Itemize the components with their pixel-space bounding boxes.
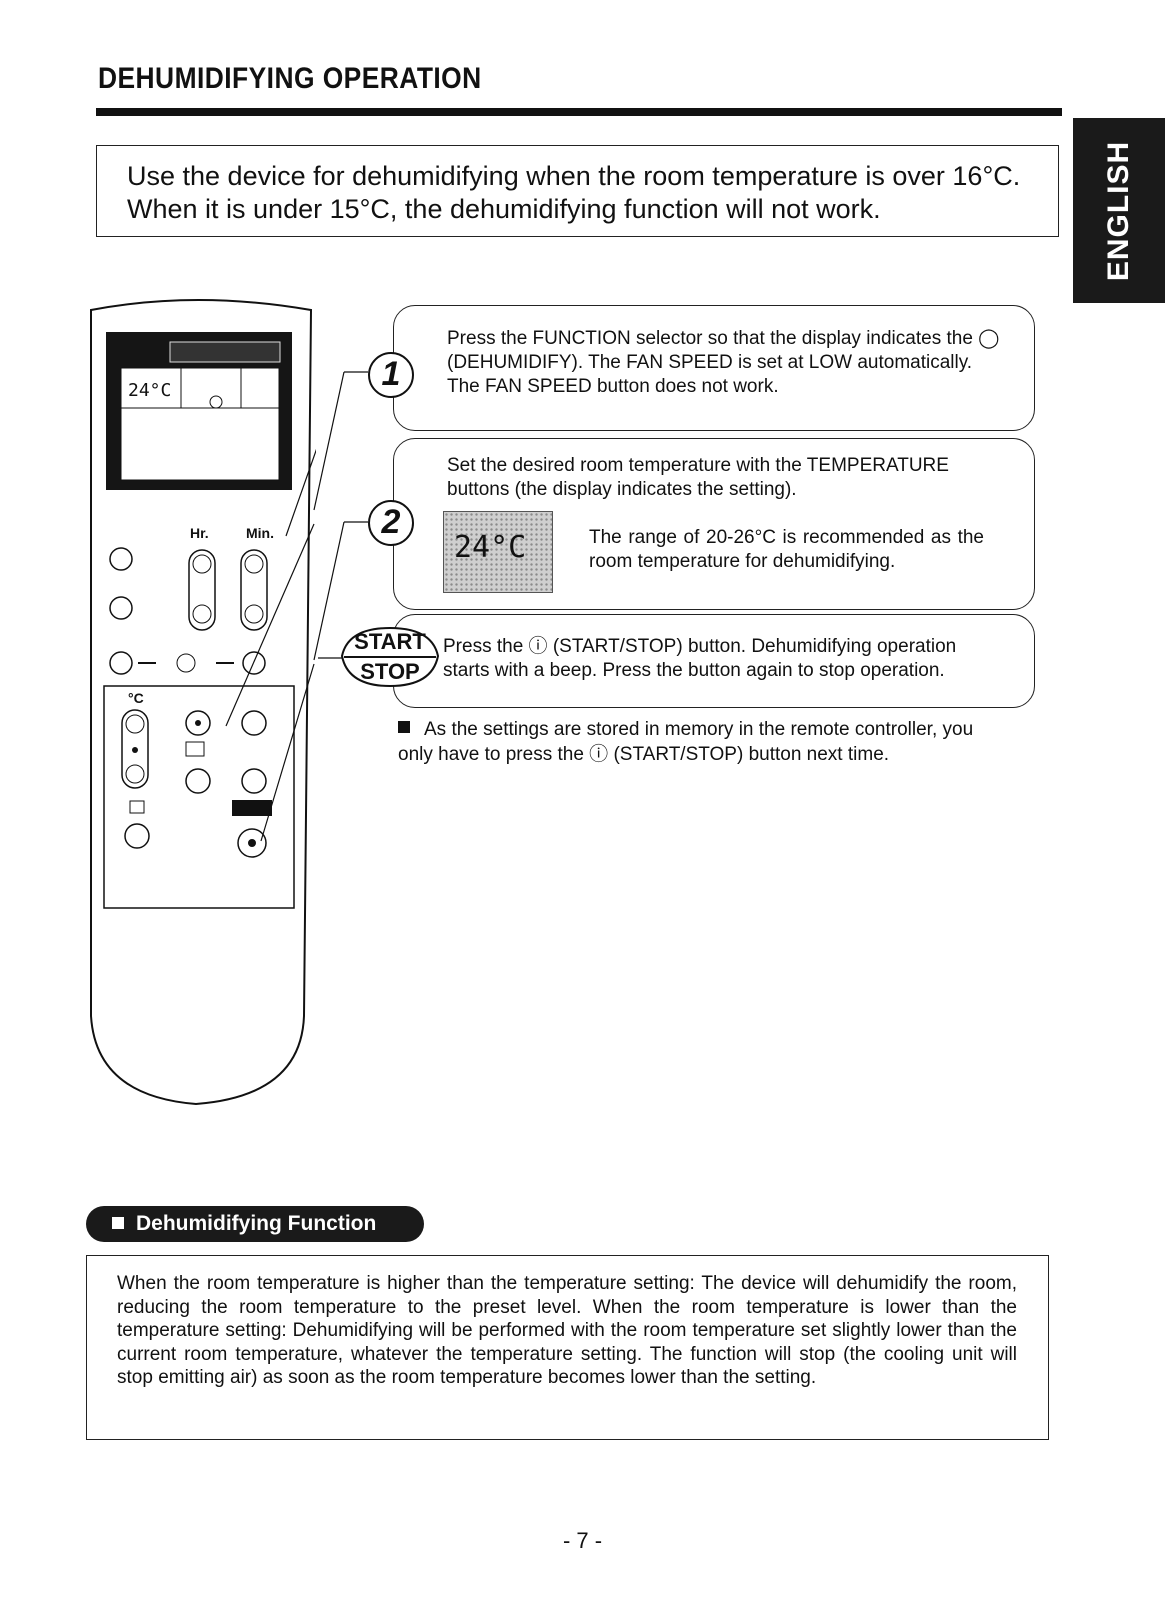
memory-note-text: As the settings are stored in memory in … (398, 719, 974, 765)
language-tab-label: ENGLISH (1102, 140, 1135, 281)
step-1-box (393, 305, 1035, 431)
step-2-lcd-temperature: 24°C (454, 530, 527, 565)
start-stop-badge-frame (340, 626, 440, 688)
intro-box: Use the device for dehumidifying when th… (96, 145, 1059, 237)
language-tab: ENGLISH (1073, 118, 1165, 303)
bullet-square-icon (398, 721, 410, 733)
page-title: DEHUMIDIFYING OPERATION (98, 62, 482, 95)
step-2-lcd-panel: 24°C (443, 511, 553, 593)
start-label: START (354, 629, 426, 654)
step-2-text: Set the desired room temperature with th… (447, 455, 949, 500)
title-rule (96, 108, 1062, 116)
remote-controller-illustration (90, 299, 316, 1106)
intro-text: Use the device for dehumidifying when th… (127, 161, 1021, 224)
memory-note: As the settings are stored in memory in … (398, 717, 998, 767)
step-2-badge: 2 (368, 500, 414, 546)
function-section-header: Dehumidifying Function (86, 1206, 424, 1242)
remote-min-label: Min. (246, 525, 274, 541)
remote-celsius-label: °C (128, 690, 144, 706)
step-1-badge: 1 (368, 352, 414, 398)
remote-hr-label: Hr. (190, 525, 209, 541)
step-3-box (393, 614, 1035, 708)
remote-lcd-temperature: 24°C (128, 380, 172, 401)
function-section-title: Dehumidifying Function (136, 1212, 377, 1235)
step-1-text: Press the FUNCTION selector so that the … (447, 328, 1000, 397)
step-2-note: The range of 20-26°C is recommended as t… (589, 527, 984, 572)
page-number: - 7 - (562, 1528, 603, 1553)
stop-label: STOP (360, 659, 420, 684)
function-section-body: When the room temperature is higher than… (117, 1273, 1017, 1388)
function-section-box: When the room temperature is higher than… (86, 1255, 1049, 1440)
bullet-square-icon (112, 1217, 124, 1229)
step-3-text: Press the ⓘ (START/STOP) button. Dehumid… (443, 636, 957, 681)
step-connectors (313, 371, 368, 661)
